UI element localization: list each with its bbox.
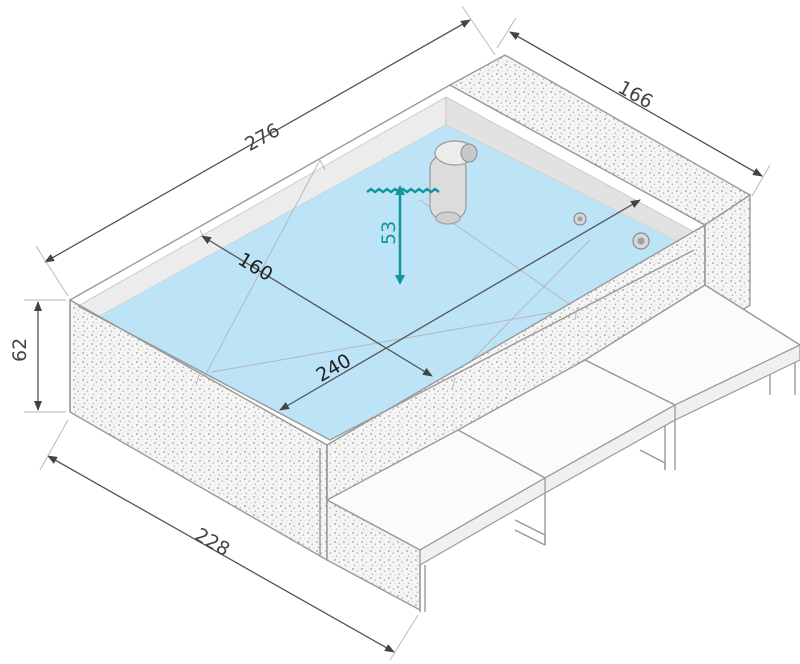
ext-166-a (496, 17, 517, 49)
dim-line-276 (44, 19, 471, 263)
dim-label-53: 53 (378, 221, 400, 245)
ext-228-a (39, 419, 69, 471)
dim-label-228: 228 (191, 524, 233, 561)
dim-line-228 (47, 455, 395, 653)
ext-228-b (389, 614, 419, 661)
dim-label-166: 166 (614, 77, 656, 114)
bench-middle-frame (514, 519, 546, 546)
light-nozzle-icon (632, 232, 650, 250)
inlet-nozzle-icon (573, 212, 587, 226)
dim-line-240 (279, 199, 641, 411)
bench-middle-frame-2 (639, 449, 666, 470)
rim-seam-left-1 (195, 371, 201, 386)
ext-276-b (461, 5, 496, 56)
ext-276-a (35, 245, 69, 297)
dim-label-62: 62 (9, 338, 31, 362)
bench-front-face (419, 476, 546, 567)
dim-line-166 (509, 31, 763, 177)
ext-166-b (751, 164, 771, 197)
dim-label-276: 276 (241, 119, 283, 156)
